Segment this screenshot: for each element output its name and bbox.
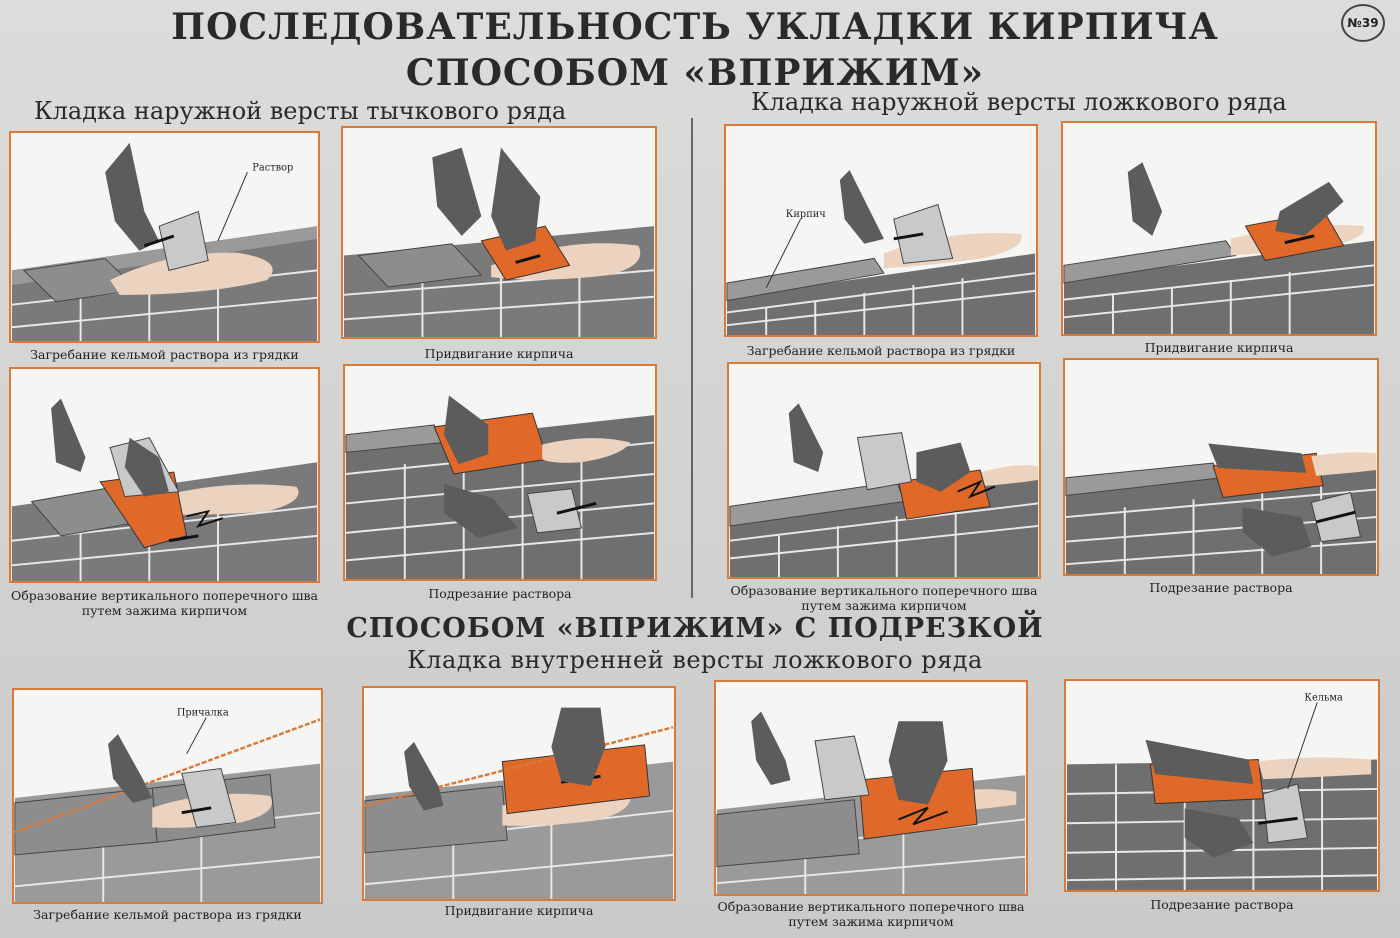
caption-panel-3: Образование вертикального поперечного шв… — [11, 588, 318, 618]
mortar-label: Раствор — [252, 162, 293, 173]
panel-1-illustration: Раствор — [11, 142, 318, 341]
caption-panel-5: Загребание кельмой раствора из грядки — [746, 343, 1016, 358]
column-divider — [691, 118, 693, 598]
panel-9: Причалка — [12, 688, 323, 904]
panel-3 — [9, 367, 320, 583]
panel-7 — [727, 362, 1041, 579]
caption-panel-2: Придвигание кирпича — [424, 346, 574, 361]
caption-panel-9: Загребание кельмой раствора из грядки — [33, 907, 302, 922]
panel-4 — [343, 364, 657, 581]
panel-11-illustration — [716, 711, 1026, 894]
caption-panel-6: Придвигание кирпича — [1144, 340, 1294, 355]
caption-panel-1: Загребание кельмой раствора из грядки — [30, 347, 299, 362]
caption-panel-11: Образование вертикального поперечного шв… — [717, 899, 1025, 929]
panel-5: Кирпич — [724, 124, 1038, 337]
panel-10 — [362, 686, 676, 901]
caption-panel-12: Подрезание раствора — [1150, 897, 1294, 912]
poster-title-line3: СПОСОБОМ «ВПРИЖИМ» С ПОДРЕЗКОЙ — [346, 613, 1044, 644]
poster-number-badge: №39 — [1341, 4, 1385, 42]
panel-5-illustration: Кирпич — [726, 170, 1036, 335]
panel-11 — [714, 680, 1028, 896]
panel-6 — [1061, 121, 1377, 336]
panel-9-illustration: Причалка — [14, 708, 321, 902]
poster-title-line2: СПОСОБОМ «ВПРИЖИМ» — [405, 52, 985, 94]
caption-panel-4: Подрезание раствора — [428, 586, 572, 601]
panel-10-illustration — [364, 707, 674, 899]
trowel-label: Кельма — [1304, 693, 1343, 704]
panel-2 — [341, 126, 657, 339]
section-title-bottom: Кладка внутренней версты ложкового ряда — [407, 646, 983, 674]
line-label: Причалка — [177, 708, 229, 719]
panel-6-illustration — [1063, 162, 1375, 334]
panel-4-illustration — [345, 395, 655, 579]
panel-3-illustration — [11, 398, 318, 581]
section-title-right: Кладка наружной версты ложкового ряда — [751, 88, 1287, 116]
poster-title-line1: ПОСЛЕДОВАТЕЛЬНОСТЬ УКЛАДКИ КИРПИЧА — [171, 6, 1219, 48]
caption-panel-7: Образование вертикального поперечного шв… — [730, 583, 1038, 613]
panel-12-illustration: Кельма — [1066, 693, 1378, 890]
panel-12: Кельма — [1064, 679, 1380, 892]
panel-7-illustration — [729, 403, 1039, 577]
caption-panel-10: Придвигание кирпича — [444, 903, 594, 918]
brick-label: Кирпич — [786, 209, 826, 220]
panel-8-illustration — [1065, 443, 1377, 574]
panel-8 — [1063, 358, 1379, 576]
caption-panel-8: Подрезание раствора — [1149, 580, 1293, 595]
panel-2-illustration — [343, 147, 655, 337]
section-title-left: Кладка наружной версты тычкового ряда — [34, 97, 567, 125]
panel-1: Раствор — [9, 131, 320, 343]
